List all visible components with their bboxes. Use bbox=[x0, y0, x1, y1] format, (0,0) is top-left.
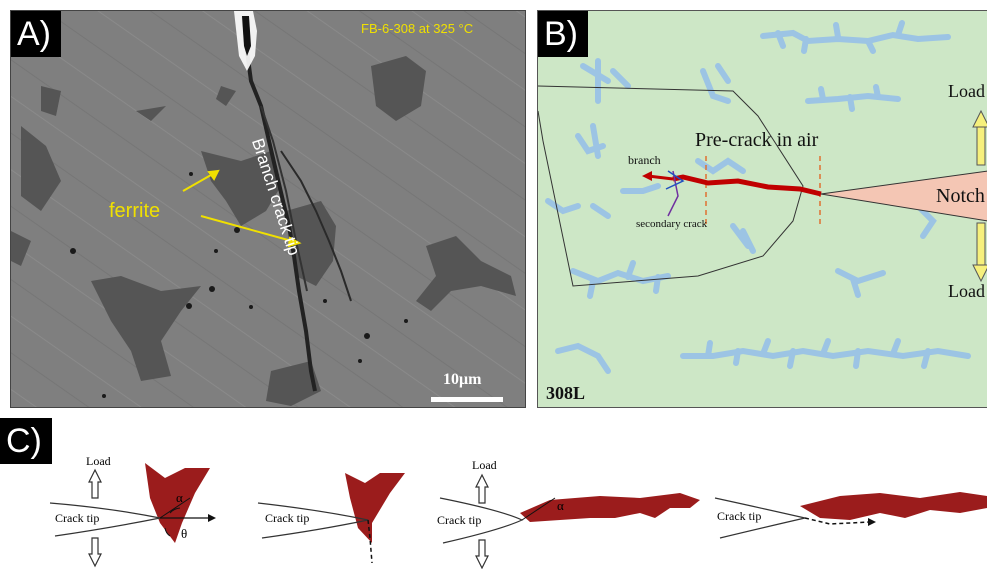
load-arrows bbox=[972, 109, 987, 283]
load-label-1: Load bbox=[86, 454, 111, 468]
precrack-title: Pre-crack in air bbox=[695, 129, 819, 151]
load-bottom-label: Load bbox=[948, 281, 985, 301]
branch-label: branch bbox=[628, 153, 661, 167]
ferrite-arrows bbox=[182, 169, 302, 248]
interaction-drawing bbox=[49, 463, 987, 569]
ferrite-islands bbox=[11, 56, 516, 406]
schematic-panel: B) Pre-crack in air branch secondary cra… bbox=[537, 10, 987, 408]
scale-bar-line bbox=[431, 397, 503, 402]
sem-micrograph-panel: A) FB-6-308 at 325 °C Branch crack tip f… bbox=[10, 10, 526, 408]
grain-boundaries bbox=[538, 85, 804, 287]
ferrite-dendrites-b bbox=[545, 20, 971, 374]
crack-tip-label-4: Crack tip bbox=[717, 509, 762, 523]
panel-b-label: B) bbox=[538, 11, 588, 57]
schematic-drawing bbox=[538, 20, 987, 374]
dashed-markers bbox=[705, 156, 821, 226]
alpha-label-1: α bbox=[176, 490, 183, 505]
secondary-crack-label: secondary crack bbox=[636, 218, 708, 230]
sketch-2 bbox=[257, 473, 405, 564]
sketch-3 bbox=[439, 473, 700, 569]
interaction-schematic-panel: C) Load Crack tip α θ Crack tip Load Cra… bbox=[0, 418, 987, 569]
load-top-label: Load bbox=[948, 81, 985, 101]
branch-arrow bbox=[647, 174, 674, 181]
theta-label-1: θ bbox=[181, 526, 188, 541]
crack-tip-label-3: Crack tip bbox=[437, 513, 482, 527]
notch bbox=[820, 170, 987, 222]
sem-micrograph-image bbox=[11, 11, 525, 407]
panel-c-label: C) bbox=[0, 418, 52, 464]
sketch-4 bbox=[714, 492, 987, 539]
crack-tip-label-2: Crack tip bbox=[265, 511, 310, 525]
panel-a-label: A) bbox=[11, 11, 61, 57]
load-label-2: Load bbox=[472, 458, 497, 472]
sketch-1 bbox=[49, 463, 216, 568]
ferrite-annotation: ferrite bbox=[109, 200, 161, 222]
crack-path bbox=[672, 174, 822, 197]
notch-label: Notch bbox=[936, 185, 985, 207]
branch-crack bbox=[280, 150, 352, 302]
secondary-crack bbox=[667, 170, 679, 217]
alpha-label-2: α bbox=[557, 498, 564, 513]
crack-tip-label-1: Crack tip bbox=[55, 511, 100, 525]
main-crack bbox=[241, 15, 317, 392]
sample-id: FB-6-308 at 325 °C bbox=[361, 21, 474, 36]
scale-bar-label: 10μm bbox=[443, 371, 482, 388]
material-label: 308L bbox=[546, 383, 586, 403]
pores bbox=[70, 172, 408, 398]
